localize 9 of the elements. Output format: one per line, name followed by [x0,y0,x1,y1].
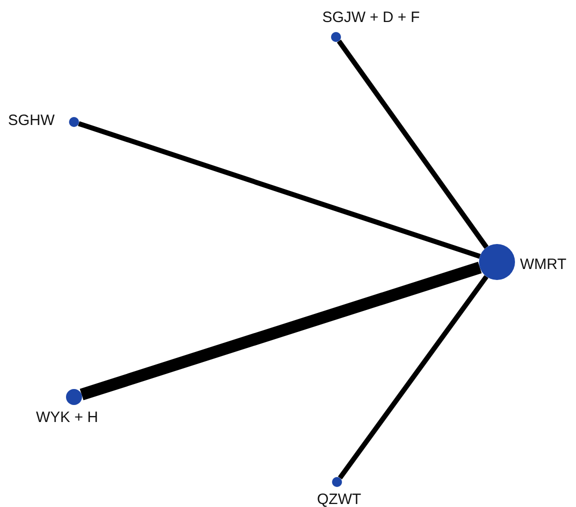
connector-line [336,40,489,249]
connector-line [338,275,488,480]
treatment-label: WMRT [520,256,566,274]
connector-line [80,262,482,400]
treatment-label: WYK + H [36,409,98,427]
treatment-label: QZWT [317,491,362,507]
treatment-label: SGHW [8,112,55,130]
connector-line [78,121,481,259]
treatment-label: SGJW + D + F [322,9,420,27]
